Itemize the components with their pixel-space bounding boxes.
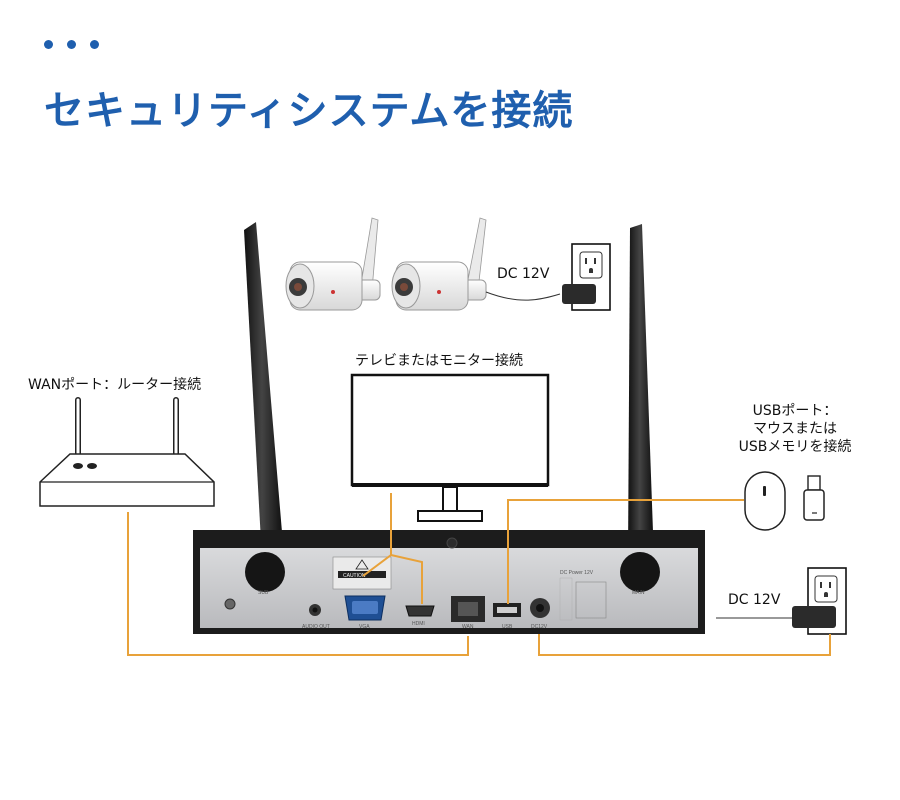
usb-label-line-3: USBメモリを接続 <box>738 439 852 455</box>
dot-1 <box>44 40 53 49</box>
monitor-label: テレビまたはモニター接続 <box>355 353 523 369</box>
page-title: セキュリティシステムを接続 <box>44 88 574 134</box>
antenna-left <box>244 222 284 560</box>
panel-text-audio-out: AUDIO OUT <box>302 624 330 630</box>
monitor <box>350 373 550 522</box>
panel-text-power-spec: DC Power 12V <box>560 570 594 576</box>
line-wan-router <box>127 512 469 656</box>
wall-outlet-camera <box>562 243 611 311</box>
usb-label-line-1: USBポート： <box>752 403 838 419</box>
line-usb-mouse <box>507 499 744 604</box>
panel-text-sub: SUB <box>258 590 269 596</box>
dot-2 <box>67 40 76 49</box>
line-dc-outlet <box>538 634 831 656</box>
panel-text-usb: USB <box>502 624 513 630</box>
usb-stick <box>803 475 825 521</box>
wan-label: WANポート：ルーター接続 <box>28 377 202 393</box>
line-monitor-hdmi <box>390 554 423 604</box>
antenna-right <box>628 224 654 560</box>
dc-camera-label: DC 12V <box>497 266 550 282</box>
panel-text-vga: VGA <box>359 624 370 630</box>
router <box>39 397 215 507</box>
nvr-recorder: AUDIO OUT VGA HDMI WAN USB DC12V CAUTION… <box>193 222 705 634</box>
panel-text-caution: CAUTION <box>343 573 366 579</box>
panel-text-wan: WAN <box>462 624 474 630</box>
panel-text-hdmi: HDMI <box>412 621 425 627</box>
camera-2 <box>391 217 487 311</box>
wall-outlet-nvr <box>792 567 847 635</box>
dot-3 <box>90 40 99 49</box>
dc-nvr-label: DC 12V <box>728 592 781 608</box>
decorative-dots <box>44 40 99 49</box>
usb-label-line-2: マウスまたは <box>753 421 837 437</box>
panel-text-dc12v: DC12V <box>531 624 548 630</box>
camera-1 <box>285 217 381 311</box>
mouse <box>744 471 786 531</box>
usb-label: USBポート： マウスまたは USBメモリを接続 <box>720 402 870 456</box>
connector-lines <box>127 493 831 656</box>
panel-text-main: MAIN <box>632 590 645 596</box>
